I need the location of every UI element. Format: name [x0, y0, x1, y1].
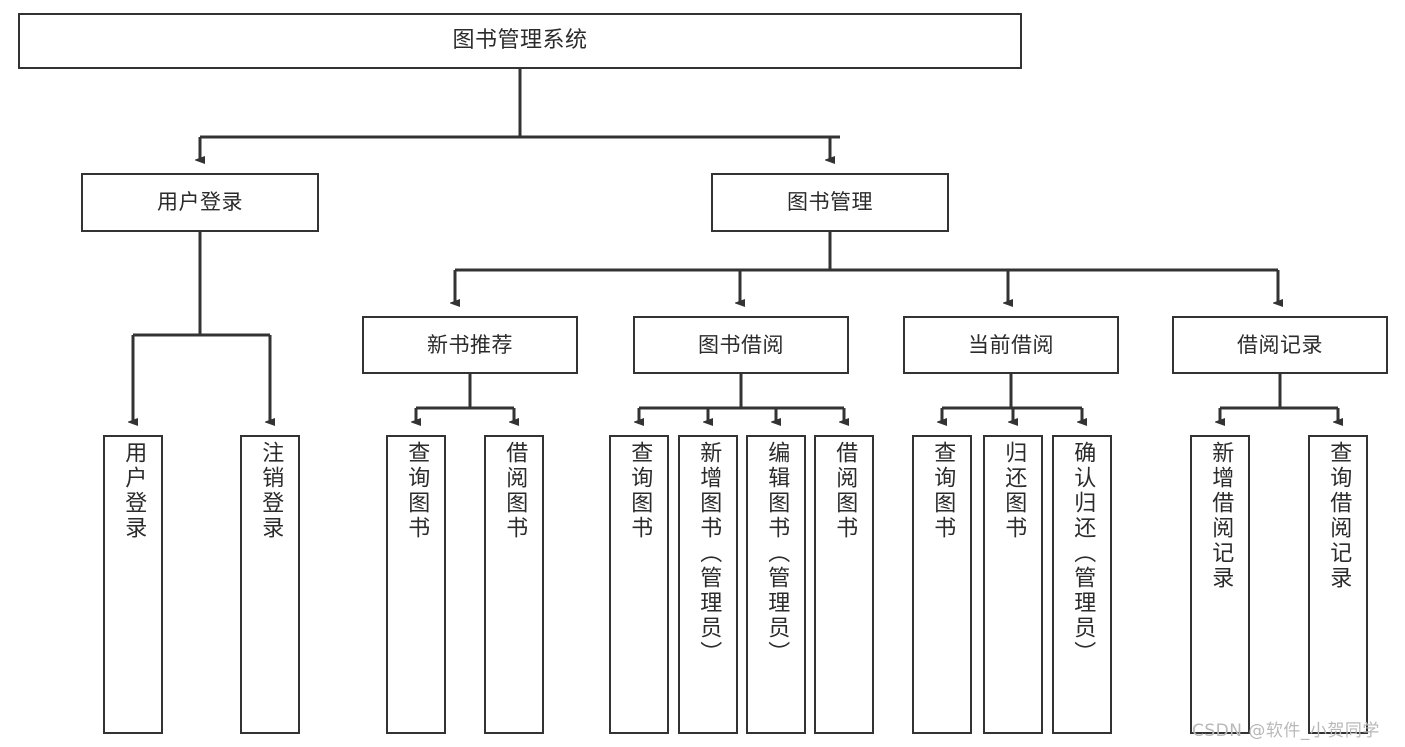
node-book-borrow[interactable]: 图书借阅 [633, 316, 849, 374]
node-borrow-record-label: 借阅记录 [1237, 332, 1323, 357]
node-leaf-return-book[interactable]: 归还图书 [983, 435, 1043, 734]
node-leaf-query-book-2[interactable]: 查询图书 [609, 435, 669, 734]
node-leaf-query-book-1-label: 查询图书 [404, 441, 430, 541]
node-leaf-borrow-book-1[interactable]: 借阅图书 [484, 435, 544, 734]
node-leaf-add-book-label: 新增图书（管理员） [696, 441, 722, 666]
node-leaf-confirm-return[interactable]: 确认归还（管理员） [1052, 435, 1112, 734]
node-leaf-confirm-return-label: 确认归还（管理员） [1070, 441, 1096, 666]
node-current-borrow[interactable]: 当前借阅 [903, 316, 1119, 374]
node-leaf-add-record-label: 新增借阅记录 [1208, 441, 1234, 591]
node-root[interactable]: 图书管理系统 [18, 13, 1022, 69]
node-leaf-return-book-label: 归还图书 [1001, 441, 1027, 541]
node-leaf-add-book[interactable]: 新增图书（管理员） [678, 435, 738, 734]
node-book-borrow-label: 图书借阅 [698, 332, 784, 357]
node-book-manage[interactable]: 图书管理 [711, 173, 949, 232]
node-book-manage-label: 图书管理 [787, 190, 873, 215]
node-leaf-query-record-label: 查询借阅记录 [1326, 441, 1352, 591]
node-leaf-query-book-1[interactable]: 查询图书 [386, 435, 446, 734]
node-leaf-edit-book-label: 编辑图书（管理员） [764, 441, 790, 666]
node-leaf-borrow-book-2-label: 借阅图书 [832, 441, 858, 541]
node-leaf-edit-book[interactable]: 编辑图书（管理员） [746, 435, 806, 734]
node-leaf-borrow-book-1-label: 借阅图书 [502, 441, 528, 541]
node-new-book-recommend-label: 新书推荐 [427, 332, 513, 357]
node-leaf-user-logout-label: 注销登录 [258, 441, 284, 541]
node-borrow-record[interactable]: 借阅记录 [1172, 316, 1388, 374]
node-leaf-add-record[interactable]: 新增借阅记录 [1190, 435, 1250, 734]
node-leaf-query-book-2-label: 查询图书 [627, 441, 653, 541]
node-leaf-user-logout[interactable]: 注销登录 [240, 435, 300, 734]
node-leaf-query-book-3[interactable]: 查询图书 [912, 435, 972, 734]
node-new-book-recommend[interactable]: 新书推荐 [362, 316, 578, 374]
node-leaf-user-login-label: 用户登录 [121, 441, 147, 541]
node-leaf-borrow-book-2[interactable]: 借阅图书 [814, 435, 874, 734]
node-root-label: 图书管理系统 [452, 28, 588, 54]
node-leaf-query-book-3-label: 查询图书 [930, 441, 956, 541]
node-current-borrow-label: 当前借阅 [968, 332, 1054, 357]
node-user-login[interactable]: 用户登录 [81, 173, 319, 232]
node-leaf-query-record[interactable]: 查询借阅记录 [1308, 435, 1368, 734]
node-leaf-user-login[interactable]: 用户登录 [103, 435, 163, 734]
watermark: CSDN @软件_小贺同学 [1192, 721, 1380, 741]
node-user-login-label: 用户登录 [157, 190, 243, 215]
